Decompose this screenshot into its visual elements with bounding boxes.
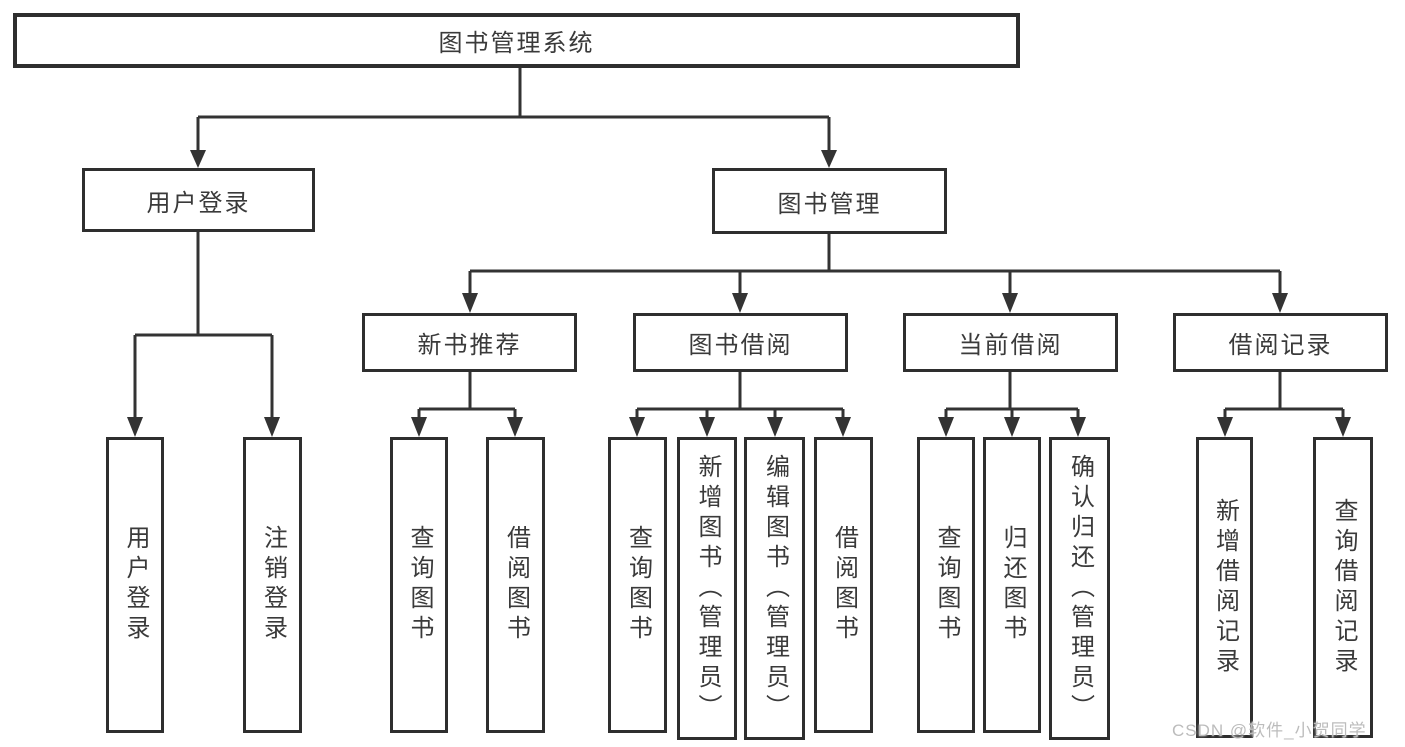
node-leaf-add-borrow-record: 新增借阅记录 xyxy=(1196,437,1253,738)
leaf-label: 新增图书（管理员） xyxy=(694,453,721,724)
node-root-library-system: 图书管理系统 xyxy=(13,13,1020,68)
node-book-borrowing: 图书借阅 xyxy=(633,313,848,372)
node-leaf-user-login: 用户登录 xyxy=(106,437,164,733)
leaf-label: 查询借阅记录 xyxy=(1330,497,1357,678)
node-leaf-confirm-return-admin: 确认归还（管理员） xyxy=(1049,437,1110,740)
node-leaf-borrow-books-2: 借阅图书 xyxy=(814,437,873,733)
leaf-label: 借阅图书 xyxy=(502,525,530,645)
node-leaf-add-book-admin: 新增图书（管理员） xyxy=(677,437,737,740)
leaf-label: 编辑图书（管理员） xyxy=(761,453,789,724)
arrowhead-icons xyxy=(127,150,1351,437)
leaf-label: 查询图书 xyxy=(933,525,960,645)
node-leaf-query-books-3: 查询图书 xyxy=(917,437,975,733)
node-leaf-edit-book-admin: 编辑图书（管理员） xyxy=(744,437,805,740)
node-user-login-module: 用户登录 xyxy=(82,168,315,232)
node-leaf-return-books: 归还图书 xyxy=(983,437,1041,733)
node-leaf-query-books-2: 查询图书 xyxy=(608,437,667,733)
node-current-borrowing: 当前借阅 xyxy=(903,313,1118,372)
leaf-label: 确认归还（管理员） xyxy=(1066,453,1094,724)
leaf-label: 归还图书 xyxy=(999,525,1026,645)
leaf-label: 查询图书 xyxy=(624,525,652,645)
leaf-label: 注销登录 xyxy=(259,525,287,645)
node-leaf-query-books-1: 查询图书 xyxy=(390,437,448,733)
node-leaf-query-borrow-record: 查询借阅记录 xyxy=(1313,437,1373,738)
node-new-book-recommend: 新书推荐 xyxy=(362,313,577,372)
node-leaf-logout: 注销登录 xyxy=(243,437,302,733)
node-borrowing-records: 借阅记录 xyxy=(1173,313,1388,372)
leaf-label: 新增借阅记录 xyxy=(1211,497,1239,678)
leaf-label: 借阅图书 xyxy=(830,525,858,645)
leaf-label: 查询图书 xyxy=(406,525,433,645)
node-leaf-borrow-books-1: 借阅图书 xyxy=(486,437,545,733)
leaf-label: 用户登录 xyxy=(122,525,149,645)
csdn-watermark: CSDN @软件_小贺同学 xyxy=(1172,721,1367,740)
node-book-management-module: 图书管理 xyxy=(712,168,947,234)
